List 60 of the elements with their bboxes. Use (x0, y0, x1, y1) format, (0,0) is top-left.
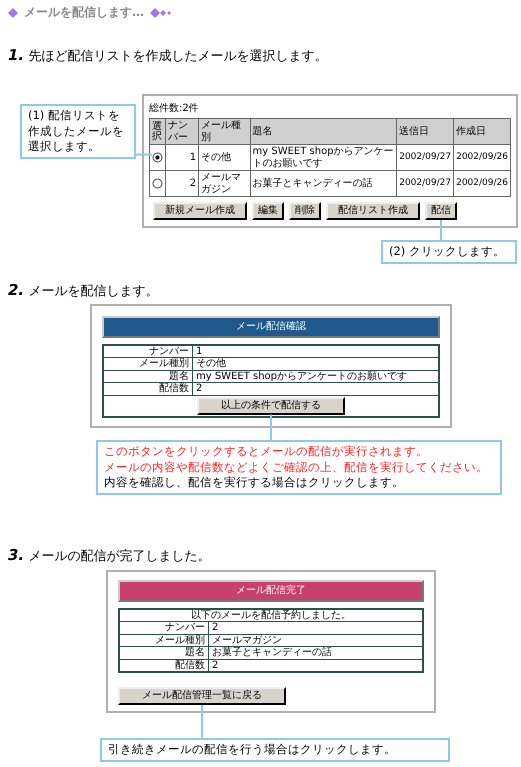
button: 新規メール作成 (153, 202, 247, 220)
leader-line (270, 414, 272, 440)
table-cell: 1 (192, 344, 439, 358)
callout-box (96, 440, 502, 495)
table-cell: 題名 (119, 646, 208, 659)
table-cell: お菓子とキャンディーの話 (208, 646, 423, 659)
callout-box (381, 240, 517, 264)
dialog-header: メール配信確認 (102, 316, 440, 338)
callout-text: メールの内容や配信数などよくご確認の上、配信を実行してください。 (104, 460, 489, 476)
table-cell: 2 (192, 382, 439, 395)
callout-text: 内容を確認し、配信を実行する場合はクリックします。 (104, 475, 405, 491)
callout-text: (1) 配信リストを作成したメールを選択します。 (28, 108, 125, 155)
step-heading: 1. 先ほど配信リストを作成したメールを選択します。 (8, 46, 328, 65)
callout-box (20, 104, 136, 159)
table-cell: 2002/09/27 (396, 170, 454, 196)
column-header: 題名 (250, 118, 397, 144)
table-cell: その他 (198, 144, 250, 170)
table-cell: メール種別 (119, 634, 208, 646)
callout-box (100, 738, 450, 762)
callout-text: 引き続きメールの配信を行う場合はクリックします。 (108, 742, 397, 758)
step-heading: 2. メールを配信します。 (8, 281, 158, 300)
table-cell: 2002/09/27 (396, 144, 454, 170)
step-heading: 3. メールの配信が完了しました。 (8, 546, 210, 565)
table-cell: 2 (166, 170, 199, 196)
button: 編集 (252, 202, 284, 220)
button: 配信リスト作成 (326, 202, 420, 220)
column-header: メール種別 (198, 118, 250, 144)
leader-line (201, 705, 203, 738)
callout-text: このボタンをクリックするとメールの配信が実行されます。 (104, 444, 429, 460)
table-cell: お菓子とキャンディーの話 (250, 170, 397, 196)
button: 削除 (289, 202, 321, 220)
button: メール配信管理一覧に戻る (118, 687, 286, 705)
column-header: ナンバー (166, 118, 199, 144)
button: 配信 (425, 202, 457, 220)
table-cell: 2002/09/26 (454, 144, 510, 170)
table-cell: その他 (192, 358, 439, 370)
table-cell: 以下のメールを配信予約しました。 (119, 608, 423, 622)
table-cell: 題名 (103, 370, 192, 382)
record-count: 総件数:2件 (149, 102, 200, 115)
leader-line (136, 154, 152, 156)
column-header: 送信日 (396, 118, 454, 144)
table-cell: メール種別 (103, 358, 192, 370)
table-cell: 2002/09/26 (454, 170, 510, 196)
table-cell: 2 (208, 622, 423, 634)
table-cell: my SWEET shopからアンケートのお願いです (250, 144, 397, 170)
button: 以上の条件で配信する (197, 396, 345, 414)
table-cell: ナンバー (103, 344, 192, 358)
column-header: 選択 (150, 118, 166, 144)
table-cell: メールマガジン (198, 170, 250, 196)
selected-radio (152, 152, 163, 163)
page-title: メールを配信します… (24, 4, 144, 21)
leader-line (440, 220, 442, 240)
dialog-header: メール配信完了 (118, 580, 424, 602)
column-header: 作成日 (454, 118, 510, 144)
table-cell: my SWEET shopからアンケートのお願いです (192, 370, 439, 382)
table-cell: メールマガジン (208, 634, 423, 646)
table-cell: ナンバー (119, 622, 208, 634)
table-cell: 1 (166, 144, 199, 170)
table-cell: 配信数 (103, 382, 192, 395)
callout-text: (2) クリックします。 (389, 244, 506, 260)
